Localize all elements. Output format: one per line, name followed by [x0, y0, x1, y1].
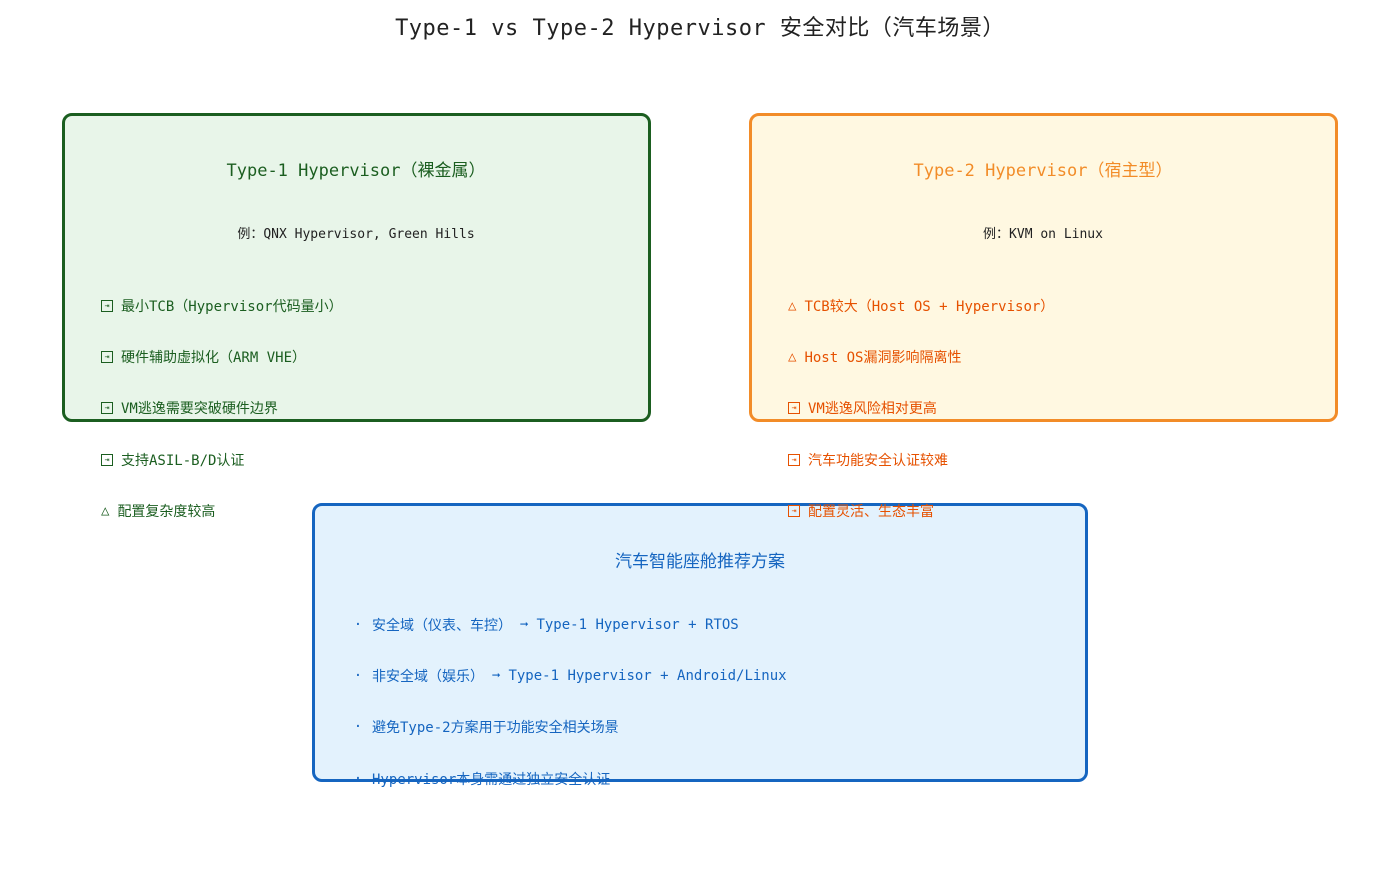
check-box-icon: ⇥ [101, 300, 113, 312]
type2-item: △ TCB较大（Host OS + Hypervisor） [788, 296, 1054, 316]
check-box-icon: ⇥ [788, 402, 800, 414]
warning-triangle-icon: △ [788, 349, 797, 365]
check-box-icon: ⇥ [788, 454, 800, 466]
diagram-title: Type-1 vs Type-2 Hypervisor 安全对比（汽车场景） [395, 16, 1005, 41]
type2-item: △ Host OS漏洞影响隔离性 [788, 347, 961, 367]
recommendation-item-prefix: 安全域（仪表、车控） [372, 618, 512, 634]
type1-item: ⇥ 最小TCB（Hypervisor代码量小） [101, 296, 343, 316]
recommendation-item-suffix: Type-1 Hypervisor + RTOS [536, 617, 739, 633]
type2-example: 例：KVM on Linux [983, 227, 1103, 242]
right-arrow-icon: ➞ [492, 668, 501, 684]
type1-item: △ 配置复杂度较高 [101, 501, 215, 521]
check-box-icon: ⇥ [101, 351, 113, 363]
type2-item-text: TCB较大（Host OS + Hypervisor） [804, 299, 1055, 315]
recommendation-item: · Hypervisor本身需通过独立安全认证 [352, 769, 611, 789]
recommendation-item: · 非安全域（娱乐） ➞ Type-1 Hypervisor + Android… [352, 666, 787, 686]
check-box-icon: ⇥ [101, 402, 113, 414]
type2-panel [749, 113, 1338, 422]
type2-item: ⇥ 配置灵活、生态丰富 [788, 501, 934, 521]
type2-item-text: 配置灵活、生态丰富 [808, 504, 934, 520]
recommendation-item-suffix: Type-1 Hypervisor + Android/Linux [508, 668, 787, 684]
check-box-icon: ⇥ [101, 454, 113, 466]
type1-item: ⇥ 硬件辅助虚拟化（ARM VHE） [101, 347, 306, 367]
warning-triangle-icon: △ [101, 503, 110, 519]
type2-item: ⇥ VM逃逸风险相对更高 [788, 398, 937, 418]
recommendation-title: 汽车智能座舱推荐方案 [615, 552, 785, 572]
type1-item: ⇥ 支持ASIL-B/D认证 [101, 450, 244, 470]
recommendation-item: · 安全域（仪表、车控） ➞ Type-1 Hypervisor + RTOS [352, 615, 739, 635]
type1-item-text: 硬件辅助虚拟化（ARM VHE） [121, 350, 307, 366]
type1-item-text: 支持ASIL-B/D认证 [121, 453, 245, 469]
type2-item-text: Host OS漏洞影响隔离性 [804, 350, 962, 366]
type2-item-text: 汽车功能安全认证较难 [808, 453, 948, 469]
type1-example: 例：QNX Hypervisor, Green Hills [237, 227, 475, 242]
right-arrow-icon: ➞ [520, 617, 529, 633]
bullet-icon: · [353, 617, 363, 633]
type1-item-text: 配置复杂度较高 [117, 504, 216, 520]
type2-item-text: VM逃逸风险相对更高 [808, 401, 937, 417]
recommendation-item-prefix: 非安全域（娱乐） [372, 669, 484, 685]
type1-panel [62, 113, 651, 422]
type1-item: ⇥ VM逃逸需要突破硬件边界 [101, 398, 278, 418]
bullet-icon: · [353, 771, 363, 787]
recommendation-item: · 避免Type-2方案用于功能安全相关场景 [352, 717, 619, 737]
recommendation-panel [312, 503, 1088, 782]
type1-item-text: 最小TCB（Hypervisor代码量小） [121, 299, 343, 315]
warning-triangle-icon: △ [788, 298, 797, 314]
type2-title: Type-2 Hypervisor（宿主型） [913, 161, 1173, 181]
type2-item: ⇥ 汽车功能安全认证较难 [788, 450, 948, 470]
type1-title: Type-1 Hypervisor（裸金属） [226, 161, 486, 181]
recommendation-item-prefix: Hypervisor本身需通过独立安全认证 [372, 772, 611, 788]
recommendation-item-prefix: 避免Type-2方案用于功能安全相关场景 [372, 720, 619, 736]
bullet-icon: · [353, 668, 363, 684]
bullet-icon: · [353, 719, 363, 735]
type1-item-text: VM逃逸需要突破硬件边界 [121, 401, 278, 417]
check-box-icon: ⇥ [788, 505, 800, 517]
